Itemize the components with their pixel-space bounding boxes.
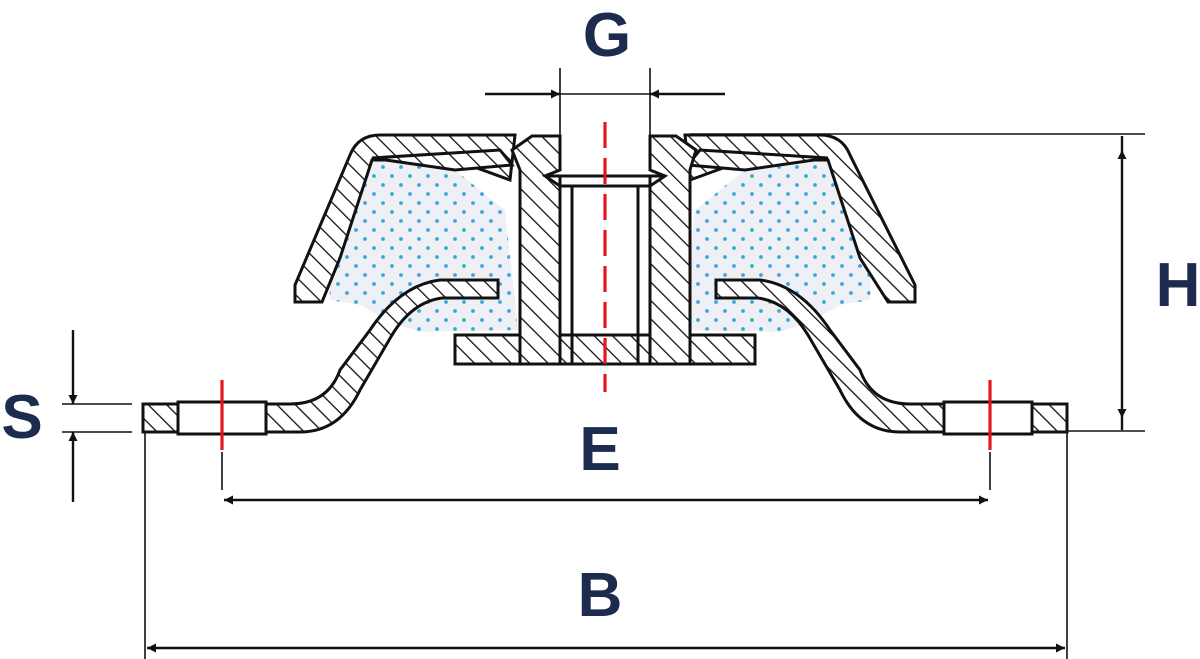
cap-insert-left (371, 148, 515, 172)
center-sleeve-left (510, 134, 562, 366)
dimension-s-label: S (1, 383, 42, 452)
outer-cap-left (293, 133, 517, 304)
mounting-hole-right (942, 400, 1034, 436)
base-plate-right (714, 278, 1069, 434)
dimension-h-label: H (1156, 251, 1200, 320)
center-sleeve-right (648, 134, 698, 366)
dimension-g-label: G (583, 1, 631, 70)
dimension-e-label: E (579, 415, 620, 484)
outer-cap-right (683, 133, 917, 304)
dimension-b-label: B (578, 561, 623, 630)
